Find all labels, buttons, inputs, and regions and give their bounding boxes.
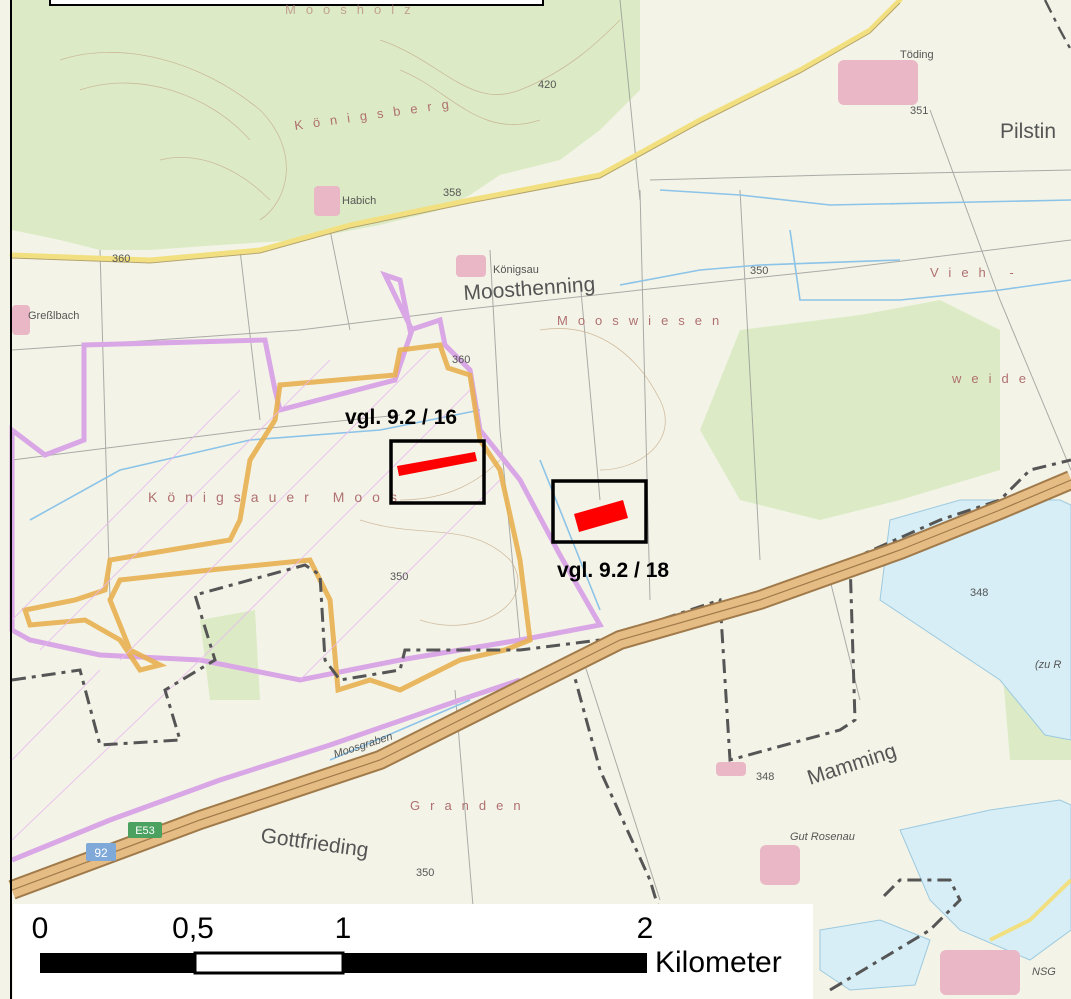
settlement-mamming	[716, 762, 746, 776]
forest-southwest	[200, 610, 260, 700]
scale-bar-background	[13, 904, 813, 999]
shield-e53: E53	[128, 822, 162, 838]
label-nsg: NSG	[1032, 966, 1056, 978]
protected-area-southwest	[11, 677, 521, 863]
road-b	[9, 0, 903, 263]
spot-height: 348	[756, 771, 774, 783]
label-granden: Granden	[410, 798, 531, 813]
scale-label-2: 2	[637, 912, 654, 945]
label-koenigsau: Königsau	[493, 264, 539, 276]
settlement-koenigsau	[456, 255, 486, 277]
forest-areas	[12, 0, 1071, 760]
scale-unit: Kilometer	[655, 946, 782, 979]
label-pilstin: Pilstin	[1000, 120, 1056, 143]
settlements	[12, 60, 1020, 995]
scale-bar-segment	[343, 953, 647, 973]
callout-label-16: vgl. 9.2 / 16	[345, 406, 457, 429]
spot-height: 360	[112, 253, 130, 265]
label-weide: weide	[951, 371, 1036, 386]
label-moos-top: Moosholz	[285, 2, 421, 17]
svg-text:E53: E53	[135, 825, 155, 837]
settlement-gresslbach	[12, 305, 30, 335]
scale-bar-segment	[40, 953, 195, 973]
legend-box-top	[49, 0, 544, 6]
spot-height: 350	[416, 867, 434, 879]
autobahn	[8, 470, 1071, 900]
spot-height: 358	[443, 187, 461, 199]
label-toeding: Töding	[900, 49, 934, 61]
scale-label-0: 0	[32, 912, 49, 945]
spot-height: 350	[750, 265, 768, 277]
label-gresslbach: Greßlbach	[28, 310, 79, 322]
district-boundary-east	[829, 878, 962, 992]
label-gut-rosenau: Gut Rosenau	[790, 831, 855, 843]
settlement-gut-rosenau	[760, 845, 800, 885]
settlement-bottom-right	[940, 950, 1020, 995]
scale-label-0-5: 0,5	[172, 912, 214, 945]
field-lines	[11, 0, 1071, 991]
shield-a92: 92	[86, 843, 116, 861]
marker-site-16	[397, 452, 477, 476]
district-boundary	[11, 458, 1071, 762]
spot-height: 360	[452, 354, 470, 366]
project-area-boundary	[21, 342, 533, 694]
district-boundary-ne	[1043, 0, 1071, 51]
label-vieh: Vieh -	[930, 265, 1024, 280]
label-koenigsauer-moos: Königsauer Moos	[148, 489, 407, 505]
protected-area-north	[9, 270, 604, 683]
hatching	[11, 349, 501, 841]
spot-height: 351	[910, 105, 928, 117]
scale-bar-segment	[193, 951, 345, 975]
svg-text:92: 92	[94, 846, 108, 860]
scale-label-1: 1	[335, 912, 352, 945]
spot-height: 348	[970, 587, 988, 599]
marker-site-18	[574, 500, 628, 532]
settlement-habich	[314, 186, 340, 216]
callout-18: vgl. 9.2 / 18	[551, 479, 669, 582]
callout-16: vgl. 9.2 / 16	[345, 406, 486, 505]
road-sw	[989, 878, 1071, 942]
spot-height: 420	[538, 79, 556, 91]
contour-lines	[59, 19, 666, 626]
protected-area	[9, 270, 604, 863]
lake-bottom	[819, 919, 931, 991]
callout-label-18: vgl. 9.2 / 18	[557, 559, 669, 582]
settlement-toeding	[838, 60, 918, 105]
forest-koenigsberg	[12, 0, 640, 250]
forest-east-strip	[700, 300, 1000, 520]
label-zu-r: (zu R	[1035, 659, 1061, 671]
road-b-edge	[11, 2, 901, 264]
label-moosweisen: Mooswiesen	[557, 313, 729, 328]
label-habich: Habich	[342, 195, 376, 207]
scale-bar: 0 0,5 1 2 Kilometer	[32, 912, 782, 979]
spot-height: 350	[390, 571, 408, 583]
